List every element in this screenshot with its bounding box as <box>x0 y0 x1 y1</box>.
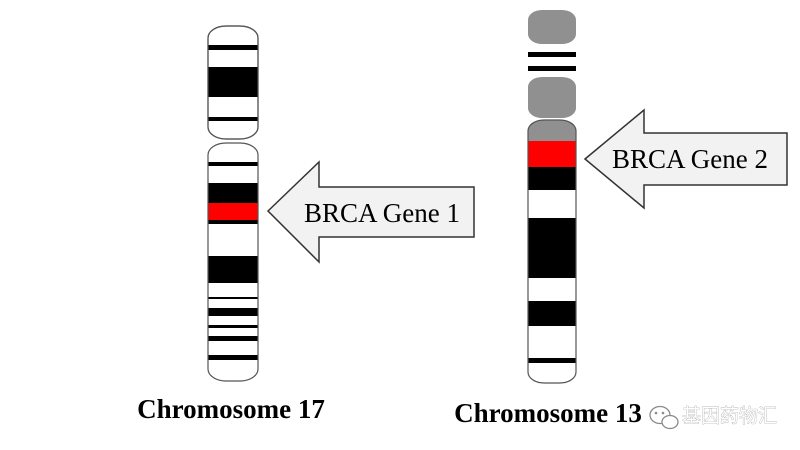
chromosome-13-caption: Chromosome 13 <box>454 398 642 428</box>
wechat-icon <box>649 405 679 430</box>
watermark: 基因药物汇 <box>649 405 777 430</box>
chromosome-17-band <box>208 256 258 283</box>
brca2-arrow: BRCA Gene 2 <box>583 108 788 210</box>
brca2-gene-label: BRCA Gene 2 <box>612 144 768 174</box>
brca1-arrow: BRCA Gene 1 <box>266 160 475 264</box>
brca2-arrow-shape <box>583 108 788 210</box>
brca1-gene-label: BRCA Gene 1 <box>304 198 460 228</box>
watermark-text: 基因药物汇 <box>682 405 777 427</box>
chromosome-17-q-arm <box>207 142 259 382</box>
chromosome-13-centromere <box>528 120 576 141</box>
chromosome-17 <box>207 25 259 382</box>
chromosome-13-satellite-bottom <box>528 77 576 118</box>
chromosome-17-band <box>208 308 258 316</box>
chromosome-17-band <box>208 67 258 97</box>
chromosome-17-band <box>208 355 258 360</box>
chromosome-13-band <box>528 301 576 326</box>
brca1-gene-marker <box>208 203 258 220</box>
chromosome-17-band <box>208 336 258 341</box>
chromosome-13-satellite-top <box>528 10 576 44</box>
chromosome-17-band <box>208 162 258 166</box>
chromosome-17-band <box>208 45 258 50</box>
chromosome-17-band <box>208 297 258 299</box>
chromosome-13 <box>527 10 577 384</box>
chromosome-13-satellite <box>528 10 576 118</box>
brca1-arrow-shape <box>266 160 475 264</box>
chromosome-17-band <box>208 183 258 203</box>
chromosome-13-stalk-band <box>528 66 576 71</box>
chromosome-17-caption: Chromosome 17 <box>137 394 325 424</box>
chromosome-13-band <box>528 358 576 363</box>
brca2-gene-marker <box>528 141 576 167</box>
chromosome-17-p-arm <box>207 25 259 140</box>
chromosome-17-band <box>208 220 258 224</box>
chromosome-13-band <box>528 167 576 190</box>
chromosome-17-band <box>208 117 258 121</box>
chromosome-13-stalk-band <box>528 52 576 57</box>
chromosome-13-band <box>528 218 576 278</box>
chromosome-17-band <box>208 325 258 328</box>
chromosome-13-q-arm <box>527 119 577 384</box>
